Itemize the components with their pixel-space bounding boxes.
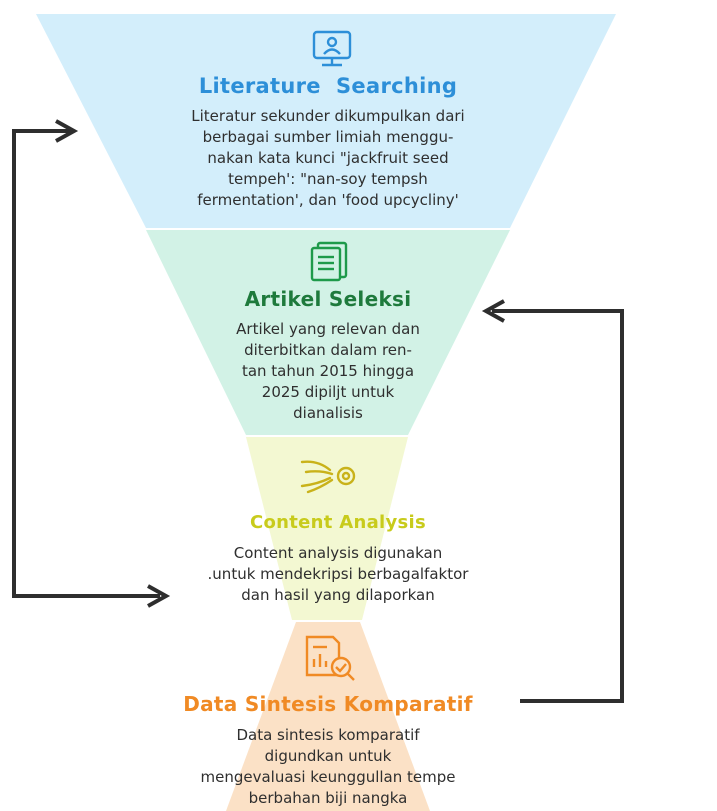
report-chart-icon bbox=[305, 635, 355, 681]
stage-3-description: Content analysis digunakan .untuk mendek… bbox=[158, 543, 518, 606]
analysis-icon bbox=[300, 460, 356, 494]
stage-2-line: tan tahun 2015 hingga bbox=[241, 362, 415, 380]
funnel-stage-4-shape bbox=[226, 622, 430, 811]
stage-1-title: Literature Searching bbox=[198, 74, 458, 98]
stage-2-line: Artikel yang relevan dan bbox=[236, 320, 420, 338]
feedback-arrow-left bbox=[12, 119, 171, 608]
stage-3-title: Content Analysis bbox=[249, 512, 427, 533]
stage-1-line: Literatur sekunder dikumpulkan dari bbox=[191, 107, 465, 125]
stage-1-block: Literature Searching Literatur sekunder … bbox=[146, 74, 510, 211]
stage-3-block: Content Analysis Content analysis diguna… bbox=[158, 512, 518, 606]
stage-3-line: dan hasil yang dilaporkan bbox=[241, 586, 435, 604]
stage-4-description: Data sintesis komparatif digundkan untuk… bbox=[148, 725, 508, 809]
feedback-arrow-right bbox=[481, 299, 624, 703]
document-icon bbox=[310, 241, 348, 282]
stage-1-line: tempeh': "nan-soy tempsh bbox=[228, 170, 428, 188]
stage-2-title: Artikel Seleksi bbox=[244, 287, 412, 311]
stage-4-block: Data Sintesis Komparatif Data sintesis k… bbox=[148, 692, 508, 809]
stage-4-line: Data sintesis komparatif bbox=[236, 726, 420, 744]
stage-1-line: nakan kata kunci "jackfruit seed bbox=[207, 149, 449, 167]
stage-4-line: berbahan biji nangka bbox=[248, 789, 408, 807]
funnel-stage-1-shape bbox=[36, 14, 616, 228]
stage-4-line: mengevaluasi keunggullan tempe bbox=[200, 768, 456, 786]
monitor-icon bbox=[312, 30, 352, 67]
stage-1-line: berbagai sumber limiah menggu- bbox=[202, 128, 454, 146]
stage-3-line: .untuk mendekripsi berbagalfaktor bbox=[207, 565, 469, 583]
stage-2-description: Artikel yang relevan dan diterbitkan dal… bbox=[196, 319, 460, 424]
stage-2-line: diterbitkan dalam ren- bbox=[244, 341, 412, 359]
stage-1-line: fermentation', dan 'food upcycliny' bbox=[197, 191, 459, 209]
stage-2-line: 2025 dipiljt untuk bbox=[261, 383, 395, 401]
stage-2-block: Artikel Seleksi Artikel yang relevan dan… bbox=[196, 287, 460, 424]
stage-4-title: Data Sintesis Komparatif bbox=[183, 692, 473, 716]
funnel-stage-2-shape bbox=[146, 230, 510, 435]
stage-1-description: Literatur sekunder dikumpulkan dari berb… bbox=[146, 106, 510, 211]
funnel-stage-3-shape bbox=[246, 437, 408, 620]
stage-3-line: Content analysis digunakan bbox=[233, 544, 443, 562]
stage-2-line: dianalisis bbox=[293, 404, 363, 422]
stage-4-line: digundkan untuk bbox=[264, 747, 392, 765]
